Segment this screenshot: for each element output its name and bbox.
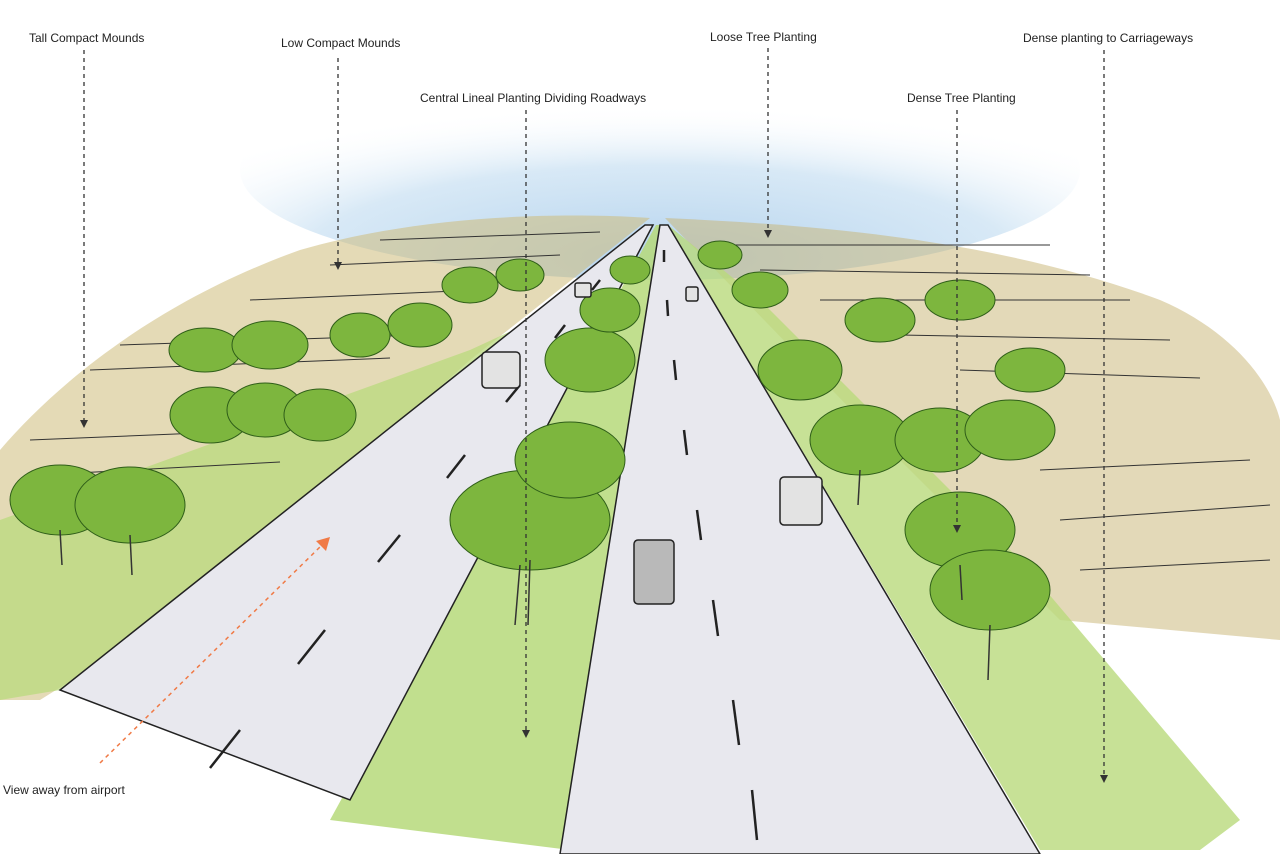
label-dense-planting-carriageways: Dense planting to Carriageways: [1023, 31, 1194, 45]
label-loose-tree-planting: Loose Tree Planting: [710, 30, 817, 44]
right-lane-markings: [662, 250, 759, 841]
tree-trunks: [59, 469, 991, 681]
left-tree-cluster: [9, 258, 545, 544]
right-carriageway: [559, 224, 1041, 854]
vehicles: [481, 282, 823, 605]
right-tree-cluster: [697, 240, 1066, 631]
central-tree-line: [449, 255, 651, 571]
label-view-away-from-airport: View away from airport: [3, 783, 125, 797]
label-dense-tree-planting: Dense Tree Planting: [907, 91, 1016, 105]
vehicle-left-near: [481, 351, 521, 389]
annotation-arrowheads: [80, 230, 1108, 783]
label-tall-compact-mounds: Tall Compact Mounds: [29, 31, 145, 45]
view-direction-arrowhead: [316, 537, 330, 551]
vehicle-right-near: [633, 539, 675, 605]
vehicle-right-mid: [779, 476, 823, 526]
view-direction-line: [99, 544, 323, 764]
vehicle-left-far: [574, 282, 592, 298]
label-low-compact-mounds: Low Compact Mounds: [281, 36, 401, 50]
label-central-lineal-planting: Central Lineal Planting Dividing Roadway…: [420, 91, 647, 105]
vehicle-right-far: [685, 286, 699, 302]
annotation-leaders: [83, 48, 1105, 775]
